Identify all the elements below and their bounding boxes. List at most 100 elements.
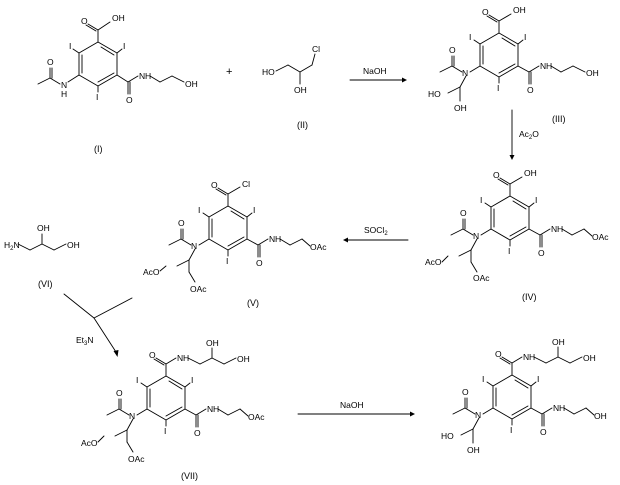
atom-label: OH	[206, 338, 219, 348]
atom-label: I	[482, 374, 484, 384]
compound-VI: H2N OH OH (VI)	[4, 223, 80, 289]
compound-IV: OH O I I I N O O N H OAc AcO OAc (IV)	[425, 168, 609, 302]
compound-II: HO OH Cl (II)	[262, 44, 320, 130]
atom-label: OH	[586, 68, 599, 78]
atom-label: O	[495, 349, 502, 359]
atom-label: OH	[67, 240, 80, 250]
compound-label-III: (III)	[552, 114, 566, 124]
atom-label: H	[546, 61, 552, 71]
atom-label: N	[462, 68, 468, 78]
atom-label: I	[535, 195, 537, 205]
atom-label: OH	[583, 353, 596, 363]
atom-label: OH	[454, 103, 467, 113]
atom-label: I	[191, 375, 193, 385]
atom-label: OH	[552, 337, 565, 347]
atom-label: O	[449, 45, 456, 55]
reaction-arrow-2: Ac2O	[509, 109, 539, 160]
atom-label: I	[524, 32, 526, 42]
atom-label: O	[482, 7, 489, 17]
atom-label: N	[551, 224, 557, 234]
atom-label: H	[183, 353, 189, 363]
atom-label: O	[81, 16, 88, 26]
atom-label: I	[123, 41, 125, 51]
reaction-arrow-1: NaOH	[349, 66, 407, 83]
atom-label: I	[69, 41, 71, 51]
atom-label: N	[207, 404, 213, 414]
atom-label: O	[493, 170, 500, 180]
atom-label: OH	[37, 223, 50, 233]
atom-label: N	[473, 231, 479, 241]
atom-label: N	[139, 71, 145, 81]
reaction-arrow-3: SOCl2	[343, 225, 409, 243]
atom-label: AcO	[143, 267, 160, 277]
atom-label: O	[538, 248, 545, 258]
atom-label: I	[136, 375, 138, 385]
compound-III: OH O I I I N O O N H OH HO OH (III)	[428, 5, 599, 124]
atom-label: O	[527, 85, 534, 95]
atom-label: N	[61, 80, 67, 90]
atom-label: H2N	[4, 240, 20, 252]
atom-label: Cl	[312, 44, 320, 54]
atom-label: N	[540, 61, 546, 71]
atom-label: OH	[467, 445, 480, 455]
atom-label: OH	[185, 79, 198, 89]
compound-V: Cl O I I I N O O N H OAc AcO OAc (V)	[143, 179, 327, 308]
atom-label: OAc	[310, 242, 327, 252]
atom-label: O	[211, 180, 218, 190]
compound-VII: O N H OH OH I I I N O O N H OAc AcO OAc …	[81, 338, 265, 481]
reaction-arrow-5: NaOH	[297, 400, 415, 417]
atom-label: H	[213, 404, 219, 414]
reagent-label: SOCl2	[364, 225, 388, 237]
atom-label: I	[537, 374, 539, 384]
atom-label: O	[47, 57, 54, 67]
atom-label: OH	[294, 85, 307, 95]
atom-label: I	[253, 205, 255, 215]
compound-label-VI: (VI)	[38, 279, 53, 289]
atom-label: HO	[262, 67, 275, 77]
atom-label: H	[559, 403, 565, 413]
atom-label: OAc	[190, 284, 207, 294]
atom-label: O	[178, 218, 185, 228]
compound-label-II: (II)	[297, 120, 308, 130]
compound-final: O N H OH OH I I I N O O N H OH HO OH	[441, 337, 607, 455]
atom-label: I	[96, 92, 98, 102]
atom-label: OH	[112, 13, 125, 23]
atom-label: O	[126, 95, 133, 105]
atom-label: O	[460, 208, 467, 218]
atom-label: O	[540, 427, 547, 437]
atom-label: OAc	[592, 232, 609, 242]
atom-label: OAc	[248, 412, 265, 422]
atom-label: O	[256, 258, 263, 268]
atom-label: O	[149, 350, 156, 360]
reagent-label: NaOH	[340, 400, 364, 410]
atom-label: I	[469, 32, 471, 42]
atom-label: HO	[428, 89, 441, 99]
compound-I: OH O I I I N H O O N H OH (I)	[37, 13, 198, 154]
atom-label: HO	[441, 431, 454, 441]
atom-label: I	[510, 425, 512, 435]
atom-label: I	[497, 83, 499, 93]
reagent-label: NaOH	[363, 66, 387, 76]
atom-label: I	[480, 195, 482, 205]
atom-label: O	[194, 428, 201, 438]
atom-label: Cl	[242, 179, 250, 189]
compound-label-I: (I)	[94, 144, 103, 154]
atom-label: OAc	[128, 454, 145, 464]
reagent-label: Et3N	[76, 335, 94, 347]
atom-label: H	[61, 89, 67, 99]
atom-label: O	[462, 387, 469, 397]
atom-label: I	[226, 256, 228, 266]
atom-label: AcO	[81, 438, 98, 448]
atom-label: AcO	[425, 257, 442, 267]
atom-label: OH	[524, 168, 537, 178]
compound-label-VII: (VII)	[181, 471, 198, 481]
atom-label: N	[177, 353, 183, 363]
atom-label: I	[508, 246, 510, 256]
atom-label: OH	[237, 354, 250, 364]
atom-label: N	[523, 352, 529, 362]
compound-label-V: (V)	[247, 298, 259, 308]
atom-label: H	[557, 224, 563, 234]
atom-label: N	[269, 234, 275, 244]
compound-label-IV: (IV)	[522, 292, 537, 302]
